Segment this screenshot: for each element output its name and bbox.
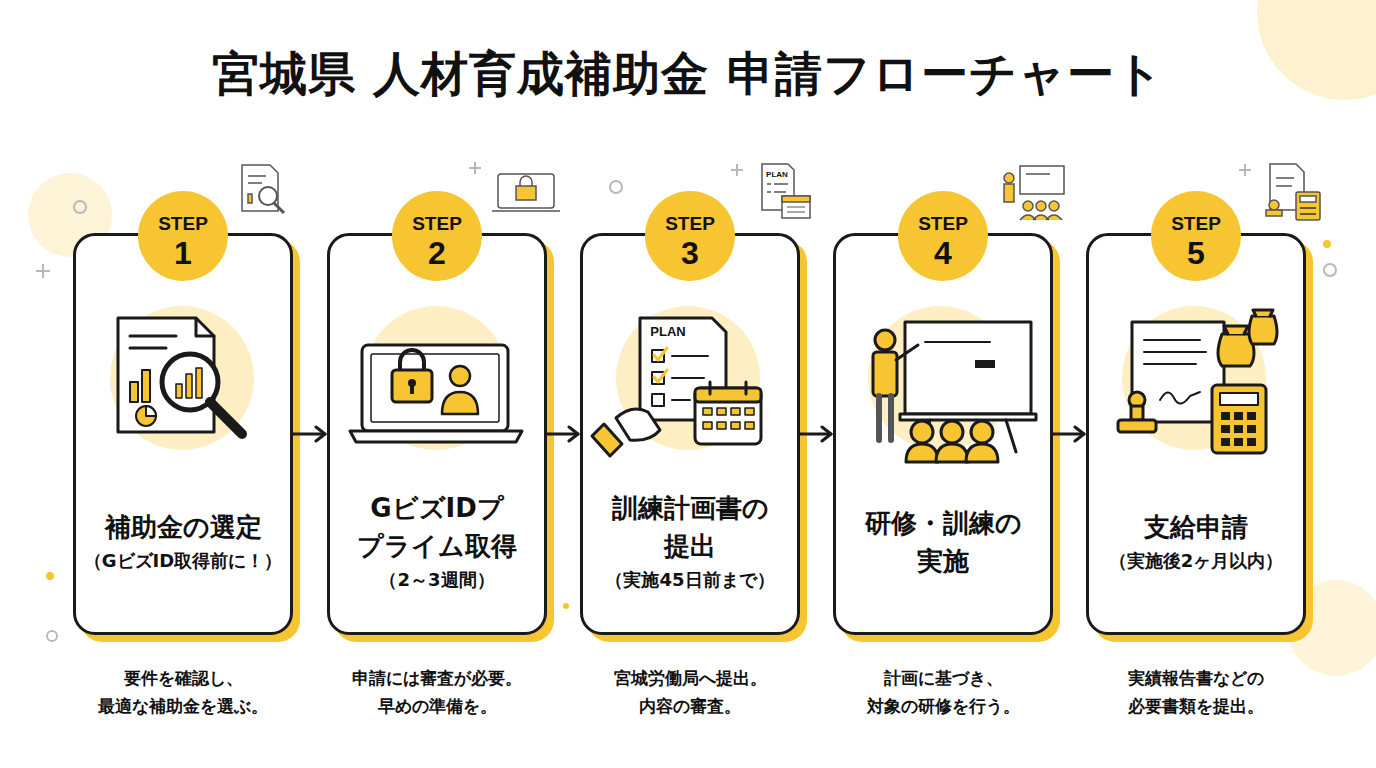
small-payment-icon-part [1270,164,1304,210]
step-number: STEP 3 [645,202,735,270]
card-heading-group: GビズIDプ プライム取得（2～3週間） [330,486,544,598]
step-card: 補助金の選定（GビズID取得前に！）要件を確認し、 最適な補助金を選ぶ。STEP… [73,233,293,635]
decor-circles [28,0,1376,676]
step-badge: STEP 2 [392,191,482,281]
step-description: 宮城労働局へ提出。 内容の審査。 [561,664,819,720]
step-badge: STEP 3 [645,191,735,281]
decor-dots-part [46,572,54,580]
decor-rings-part [74,201,86,213]
small-login-icon-part [520,176,532,186]
step-description: 要件を確認し、 最適な補助金を選ぶ。 [54,664,312,720]
small-training-icon-part [1036,201,1046,211]
decor-dots-part [1323,240,1331,248]
small-plan-icon-part [782,196,810,202]
step-note: （実施45日前まで） [605,565,774,595]
step-card: GビズIDプ プライム取得（2～3週間）申請には審査が必要。 早めの準備を。ST… [327,233,547,635]
small-training-icon-part [1020,166,1064,194]
small-payment-icon-part [1269,200,1279,210]
flow-arrow [547,433,578,436]
step-card: 訓練計画書の 提出（実施45日前まで）宮城労働局へ提出。 内容の審査。STEP … [580,233,800,635]
badge-circle-fill [645,191,735,281]
small-research-icon-part [248,194,252,203]
small-plan-icon [762,164,810,218]
flow-arrow [800,433,831,436]
step-title: 研修・訓練の 実施 [840,504,1046,580]
small-payment-icon-part [1276,178,1294,186]
card-heading-group: 訓練計画書の 提出（実施45日前まで） [583,486,797,598]
decor-plus-part [469,162,481,174]
small-research-icon-part [242,165,278,211]
small-payment-icon-part [1296,192,1320,220]
decor-plus-part [731,164,743,176]
decor-circles-part [1257,0,1376,100]
small-training-icon-part [1004,173,1014,183]
small-payment-icon-part [1300,196,1316,202]
small-payment-icon [1266,164,1320,220]
small-training-icon [1004,166,1064,220]
step-number: STEP 4 [898,202,988,270]
badge-circle-fill [392,191,482,281]
step-card: 研修・訓練の 実施計画に基づき、 対象の研修を行う。STEP 4 [833,233,1053,635]
step-title: 補助金の選定 [80,508,286,546]
small-training-icon-part [1026,173,1050,175]
badge-circle-fill [898,191,988,281]
small-research-icon-part [248,176,266,183]
small-login-icon-part [516,186,536,200]
step-number: STEP 1 [138,202,228,270]
small-training-icon-part [1023,201,1033,211]
small-research-icon [242,165,284,213]
badge-circle-fill [1151,191,1241,281]
step-description: 計画に基づき、 対象の研修を行う。 [814,664,1072,720]
step-number: STEP 2 [392,202,482,270]
decor-plus-part [1239,164,1251,176]
step-title: 支給申請 [1093,508,1299,546]
step-badge: STEP 4 [898,191,988,281]
decor-rings [47,181,1336,641]
decor-plus-part [36,264,50,278]
small-payment-icon-part [1300,208,1316,214]
small-plan-icon-part [787,207,805,212]
card-heading-group: 補助金の選定（GビズID取得前に！） [76,486,290,598]
small-training-icon-part [1004,184,1014,202]
step-badge: STEP 1 [138,191,228,281]
diagram-title: 宮城県 人材育成補助金 申請フローチャート [0,44,1376,104]
step-description: 実績報告書などの 必要書類を提出。 [1067,664,1325,720]
badge-circle-fill [138,191,228,281]
small-plan-icon-part [767,184,788,192]
small-plan-icon-part [762,164,794,210]
small-training-icon-part [1049,201,1059,211]
step-card: 支給申請（実施後2ヶ月以内）実績報告書などの 必要書類を提出。STEP 5 [1086,233,1306,635]
small-research-icon-part [259,187,277,205]
small-login-icon [492,174,560,211]
decor-rings-part [610,181,622,193]
decor-rings-part [47,631,57,641]
step-note: （実施後2ヶ月以内） [1109,546,1284,576]
illustration-label: PLAN [650,324,685,339]
small-training-icon-part [1020,215,1062,220]
step-number: STEP 5 [1151,202,1241,270]
flow-arrow [1053,433,1084,436]
small-research-icon-part [274,203,284,213]
small-login-icon-part [498,174,554,208]
decor-dots-part [563,603,569,609]
step-title: 訓練計画書の 提出 [587,489,793,565]
step-title: GビズIDプ プライム取得 [334,489,540,565]
decor-rings-part [1324,264,1336,276]
step-note: （GビズID取得前に！） [84,546,282,576]
step-description: 申請には審査が必要。 早めの準備を。 [308,664,566,720]
flow-arrow [293,433,325,436]
small-payment-icon-part [1266,210,1282,216]
illustration-label: PLAN [766,170,788,179]
small-plan-icon-part [782,196,810,218]
step-badge: STEP 5 [1151,191,1241,281]
step-note: （2～3週間） [379,565,494,595]
small-login-icon-part [492,210,560,212]
card-heading-group: 支給申請（実施後2ヶ月以内） [1089,486,1303,598]
card-heading-group: 研修・訓練の 実施 [836,486,1050,598]
